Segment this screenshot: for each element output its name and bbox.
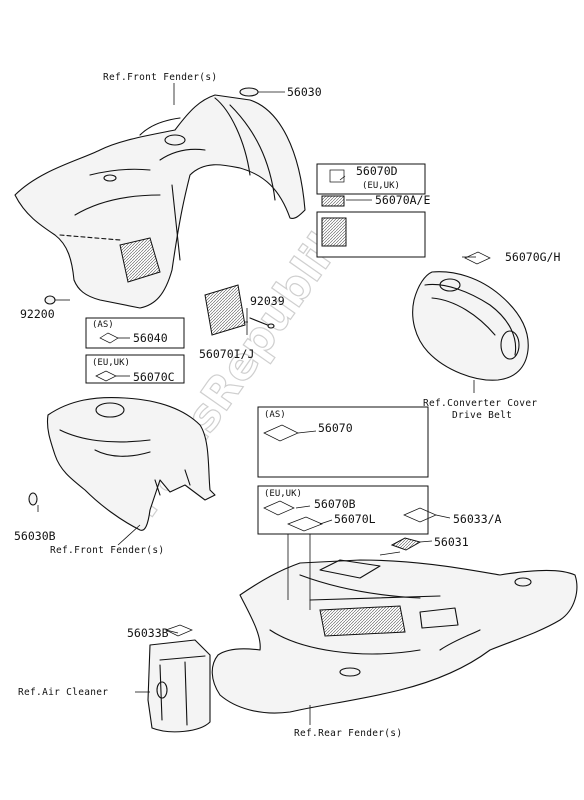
part-92200: 92200	[20, 307, 55, 321]
part-56030B-shape	[28, 492, 38, 506]
label-group-56070C	[85, 354, 185, 384]
part-56040: 56040	[133, 331, 168, 345]
part-92039: 92039	[250, 294, 285, 308]
ref-front-fender-bottom: Ref.Front Fender(s)	[50, 545, 164, 556]
ref-air-cleaner: Ref.Air Cleaner	[18, 687, 108, 698]
leader-lines	[37, 83, 476, 725]
converter-cover	[412, 251, 529, 381]
region-56040: (AS)	[92, 320, 114, 330]
part-56070AE: 56070A/E	[375, 193, 430, 207]
label-group-56040	[85, 317, 185, 349]
part-92200-shape	[44, 295, 56, 305]
part-56070D: 56070D	[356, 164, 398, 178]
front-fender-top	[14, 94, 306, 309]
part-56031: 56031	[434, 535, 469, 549]
part-56070IJ: 56070I/J	[199, 347, 254, 361]
rear-fender	[211, 559, 578, 714]
front-fender-bottom	[46, 397, 216, 531]
part-56070L: 56070L	[334, 512, 376, 526]
label-56070IJ	[204, 284, 275, 336]
part-56070GH: 56070G/H	[505, 250, 560, 264]
part-56033B: 56033B	[127, 626, 169, 640]
label-56031	[390, 537, 422, 551]
part-56030B: 56030B	[14, 529, 56, 543]
part-56030: 56030	[287, 85, 322, 99]
label-group-56070D	[316, 163, 426, 258]
label-group-56070BL	[257, 485, 429, 535]
region-56070: (AS)	[264, 410, 286, 420]
ref-front-fender-top: Ref.Front Fender(s)	[103, 72, 217, 83]
label-group-56070	[257, 406, 429, 478]
region-56070D: (EU,UK)	[362, 181, 400, 191]
part-56070: 56070	[318, 421, 353, 435]
part-56070B: 56070B	[314, 497, 356, 511]
ref-rear-fender: Ref.Rear Fender(s)	[294, 728, 402, 739]
part-56030-shape	[239, 87, 259, 97]
region-56070C: (EU,UK)	[92, 358, 130, 368]
part-56070C: 56070C	[133, 370, 175, 384]
ref-converter-cover: Ref.Converter Cover	[423, 398, 537, 409]
region-56070BL: (EU,UK)	[264, 489, 302, 499]
air-cleaner-box	[147, 624, 211, 733]
part-56033A: 56033/A	[453, 512, 502, 526]
ref-drive-belt: Drive Belt	[452, 410, 512, 421]
